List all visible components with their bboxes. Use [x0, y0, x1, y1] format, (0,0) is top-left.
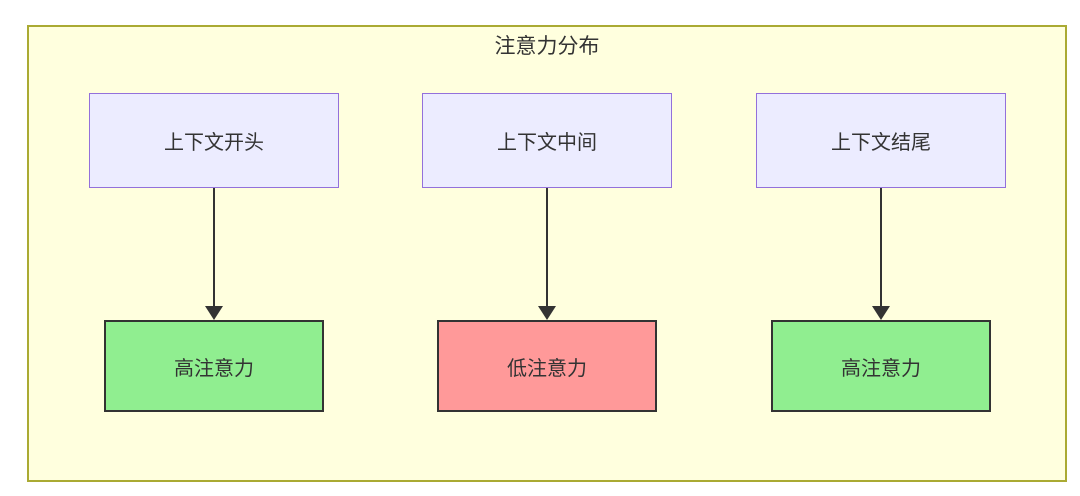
arrowhead-icon: [205, 306, 223, 320]
edge-end-to-high: [872, 188, 890, 320]
edge-beginning-to-high: [205, 188, 223, 320]
node-high-attention-left: 高注意力: [104, 320, 324, 412]
diagram-title: 注意力分布: [494, 34, 600, 58]
arrowhead-icon: [538, 306, 556, 320]
node-low-attention: 低注意力: [437, 320, 657, 412]
node-high-attention-right: 高注意力: [771, 320, 991, 412]
node-context-end: 上下文结尾: [756, 93, 1006, 188]
node-context-middle: 上下文中间: [422, 93, 672, 188]
edge-line: [213, 188, 215, 307]
edge-line: [546, 188, 548, 307]
edge-line: [880, 188, 882, 307]
node-context-beginning: 上下文开头: [89, 93, 339, 188]
arrowhead-icon: [872, 306, 890, 320]
edge-middle-to-low: [538, 188, 556, 320]
